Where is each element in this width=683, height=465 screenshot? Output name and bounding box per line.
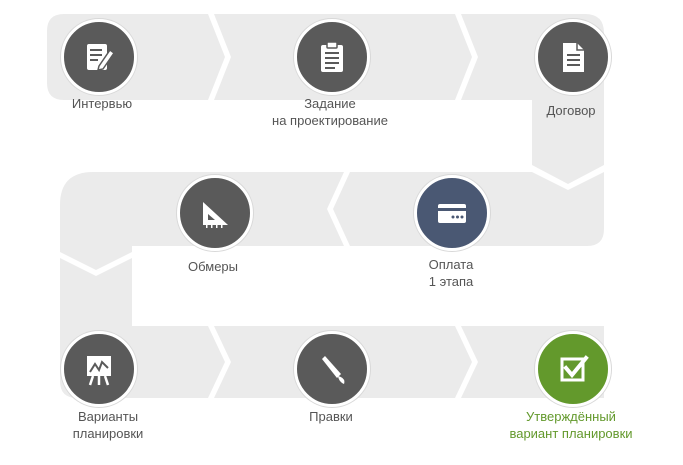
step-1-label: Интервью (71, 96, 133, 111)
set-square-icon (203, 202, 228, 228)
step-6-badge (61, 331, 137, 407)
paintbrush-icon (322, 356, 345, 384)
credit-card-icon (438, 204, 466, 223)
checkbox-checked-icon (560, 355, 589, 382)
document-icon (563, 43, 584, 72)
step-8-label: Утверждённый вариант планировки (509, 409, 633, 441)
step-6-label: Варианты планировки (72, 409, 144, 441)
clipboard-icon (321, 41, 343, 72)
document-pen-icon (87, 44, 116, 71)
step-4-badge (414, 175, 490, 251)
track-segment-7 (60, 258, 132, 326)
step-4-label: Оплата 1 этапа (428, 257, 474, 289)
step-7-badge (294, 331, 370, 407)
step-3-label: Договор (546, 103, 596, 118)
easel-chart-icon (87, 356, 111, 386)
step-2-badge (294, 19, 370, 95)
step-5-badge (177, 175, 253, 251)
step-8-badge (535, 331, 611, 407)
step-3-badge (535, 19, 611, 95)
track-segment-4 (532, 118, 604, 184)
step-2-label: Задание на проектирование (272, 96, 388, 128)
step-5-label: Обмеры (187, 259, 238, 274)
step-1-badge (61, 19, 137, 95)
step-7-label: Правки (309, 409, 353, 424)
